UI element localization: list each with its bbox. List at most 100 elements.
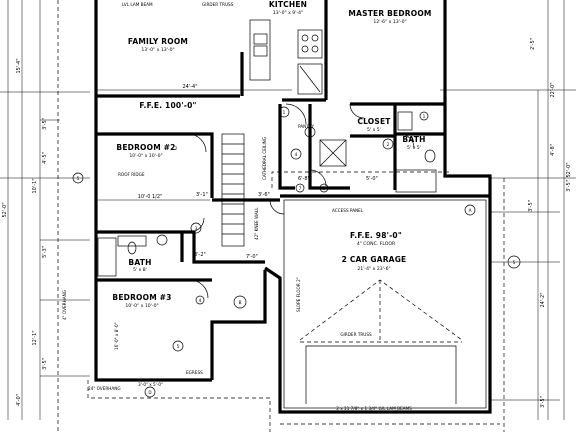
exterior-walls xyxy=(94,0,492,414)
bedroom3-label: BEDROOM #3 xyxy=(112,293,171,302)
roof-overhang-outline xyxy=(57,0,505,432)
dim-left-c: 5'-3" xyxy=(42,246,48,258)
bath-fixtures xyxy=(97,111,437,277)
dim-right-low: 24'-2" xyxy=(540,292,546,307)
lvl-beam-top: LVL LAM BEAM xyxy=(122,2,153,7)
door-tag-a: A xyxy=(464,204,476,216)
svg-text:4: 4 xyxy=(295,152,298,157)
svg-text:6: 6 xyxy=(323,186,326,191)
door-swings xyxy=(187,103,415,299)
overhang-left-label: 4" OVERHANG xyxy=(62,290,67,320)
room-labels: FAMILY ROOM 13'-0" x 13'-0" KITCHEN 13'-… xyxy=(112,0,431,309)
bedroom2-size: 10'-0" x 10'-0" xyxy=(129,153,162,159)
svg-text:4: 4 xyxy=(199,298,202,303)
bedroom2-label: BEDROOM #2 xyxy=(116,143,175,152)
bath2-label: BATH xyxy=(128,258,151,267)
dim-right-b: 3'-5" xyxy=(528,200,534,212)
dim-left-d: 3'-5" xyxy=(42,358,48,370)
svg-text:1: 1 xyxy=(423,114,426,119)
closet-label: CLOSET xyxy=(357,117,391,126)
door-window-tags: 1 2 3 4 5 A B C xyxy=(72,106,521,398)
window-tag-5b: 5 xyxy=(507,255,521,269)
interior-walls xyxy=(96,0,490,282)
bubble-tag-1: 1 xyxy=(419,111,429,121)
svg-text:A: A xyxy=(469,208,472,213)
dim-closet-d: 6'-8" xyxy=(298,176,310,182)
svg-text:2: 2 xyxy=(175,146,178,151)
roof-ridge-label: ROOF RIDGE xyxy=(118,172,145,177)
door-tag-b: B xyxy=(233,295,247,309)
dim-right-d: 3'-5" xyxy=(566,180,572,192)
girder-truss-garage: GIRDER TRUSS xyxy=(340,332,372,337)
svg-text:2: 2 xyxy=(387,142,390,147)
door-tag-4: 4 xyxy=(290,148,302,160)
ceiling-label: CATHEDRAL CEILING xyxy=(262,137,267,180)
kitchen-size: 13'-0" x 9'-4" xyxy=(273,10,303,16)
dim-left-e: 4'-0" xyxy=(16,394,22,406)
plan-notes: F.F.E. 100'-0" F.F.E. 98'-0" 4" CONC. FL… xyxy=(62,2,412,411)
dim-left-mid: 10'-1" xyxy=(32,178,38,193)
dim-top-span: 24'-4" xyxy=(182,84,197,90)
dim-right-total: 52'-0" xyxy=(566,162,572,177)
attic-label: ACCESS PANEL xyxy=(332,208,364,213)
dim-hall-b: 3'-6" xyxy=(258,192,270,198)
dim-window-a: 3'-0" x 5'-0" xyxy=(138,382,163,387)
svg-text:7: 7 xyxy=(299,186,302,191)
garage-label: 2 CAR GARAGE xyxy=(342,255,407,264)
door-tag-3: 3 xyxy=(190,222,202,234)
knee-wall-label: 42" KNEE WALL xyxy=(254,207,259,240)
dim-mid-span: 10'-0 1/2" xyxy=(138,194,163,200)
bubble-tag-2: 2 xyxy=(175,146,178,151)
master-bedroom-label: MASTER BEDROOM xyxy=(348,9,431,18)
garage-floor-note: 4" CONC. FLOOR xyxy=(357,241,396,247)
window-tag-5a: 5 xyxy=(72,172,84,184)
garage-framing xyxy=(283,199,487,409)
svg-text:D: D xyxy=(148,390,151,395)
dim-left-low: 12'-1" xyxy=(32,330,38,345)
stairs xyxy=(221,133,245,247)
svg-text:3: 3 xyxy=(195,226,198,231)
dim-left-upper: 15'-4" xyxy=(16,58,22,73)
kitchen-label: KITCHEN xyxy=(269,0,307,9)
svg-text:5: 5 xyxy=(177,344,180,349)
ffe-main-label: F.F.E. 100'-0" xyxy=(139,101,196,110)
svg-text:1: 1 xyxy=(283,110,286,115)
girder-truss-top: GIRDER TRUSS xyxy=(202,2,234,7)
bubble-tag-6: 6 xyxy=(319,183,329,193)
dim-hall-a: 3'-1" xyxy=(196,192,208,198)
dim-hall-d: 7'-0" xyxy=(246,254,258,260)
dim-left-a: 3'-5" xyxy=(42,118,48,130)
family-room-label: FAMILY ROOM xyxy=(128,37,188,46)
garage-size: 21'-4" x 23'-6" xyxy=(357,266,390,272)
svg-text:5: 5 xyxy=(513,260,516,265)
master-bath-label: BATH xyxy=(402,135,425,144)
door-tag-5: 5 xyxy=(172,340,184,352)
svg-text:5: 5 xyxy=(77,176,80,181)
dim-left-total: 52'-0" xyxy=(2,202,8,217)
dimension-lines xyxy=(0,0,576,420)
bedroom3-size: 10'-0" x 10'-0" xyxy=(125,303,158,309)
kitchen-fixtures xyxy=(249,19,323,95)
closet-size: 5' x 5' xyxy=(367,127,381,133)
dim-right-c: 4'-8" xyxy=(550,144,556,156)
dimension-texts: 52'-0" 15'-4" 10'-1" 12'-1" 3'-5" 4'-5" … xyxy=(2,38,572,408)
svg-text:C: C xyxy=(309,130,312,135)
slope-label: SLOPE FLOOR 2" xyxy=(296,277,301,312)
door-tag-2: 2 xyxy=(382,138,394,150)
door-tag-1: 1 xyxy=(278,106,290,118)
dim-left-b: 4'-5" xyxy=(42,152,48,164)
master-bath-size: 5' x 5' xyxy=(407,145,421,151)
dim-right-a: 2'-5" xyxy=(530,38,536,50)
dim-right-upper: 22'-0" xyxy=(550,82,556,97)
door-tag-d: D xyxy=(144,386,156,398)
lvl-beam-bottom: 2 x 11 7/8" x 1 3/4" LVL LAM BEAMS xyxy=(336,406,412,411)
bubble-tag-4: 4 xyxy=(195,295,205,305)
ffe-garage-label: F.F.E. 98'-0" xyxy=(350,231,402,240)
dim-right-e: 3'-5" xyxy=(540,396,546,408)
pantry-label: PANTRY xyxy=(298,124,314,129)
bath2-size: 5' x 8' xyxy=(133,267,147,273)
family-room-size: 13'-0" x 13'-0" xyxy=(141,47,174,53)
dim-bath-w: 5'-0" xyxy=(366,176,378,182)
master-bedroom-size: 12'-6" x 13'-0" xyxy=(373,19,406,25)
